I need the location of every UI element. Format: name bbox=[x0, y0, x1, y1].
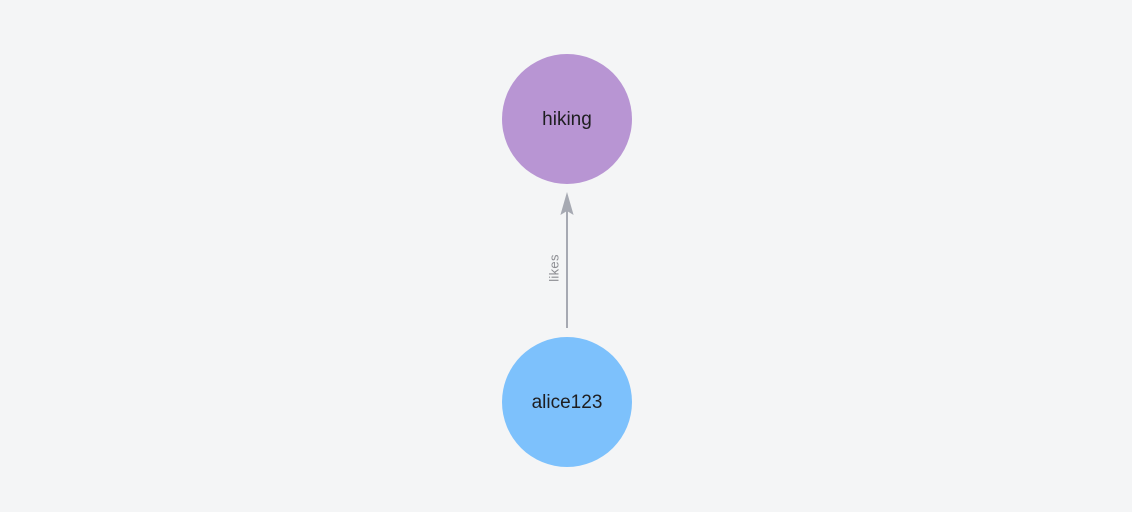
node-hiking[interactable]: hiking bbox=[502, 54, 632, 184]
node-label: alice123 bbox=[531, 391, 603, 413]
edge-label-likes[interactable]: likes bbox=[546, 254, 562, 282]
node-label: hiking bbox=[542, 108, 592, 130]
edge-arrowhead-icon bbox=[560, 192, 574, 215]
node-alice123[interactable]: alice123 bbox=[502, 337, 632, 467]
